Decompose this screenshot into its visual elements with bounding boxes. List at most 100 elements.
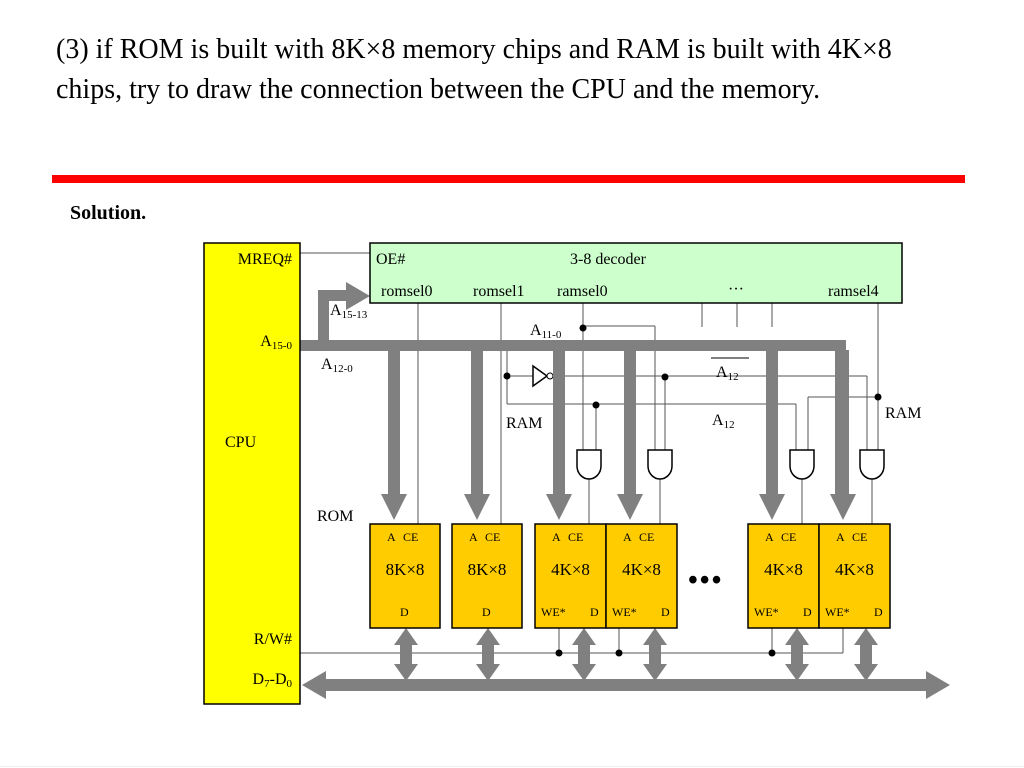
chip-a-pin: A	[469, 530, 478, 544]
chip-a-pin: A	[836, 530, 845, 544]
address-drop	[837, 350, 849, 495]
a11-0-label: A11-0	[530, 322, 562, 341]
address-drop	[388, 350, 400, 495]
decoder-output-romsel0: romsel0	[381, 283, 433, 300]
address-bus-main	[300, 340, 845, 351]
data-drop-down-arrowhead	[785, 664, 809, 681]
chip-body	[747, 523, 820, 629]
data-drop-down-arrowhead	[572, 664, 596, 681]
chip-size: 4K×8	[551, 560, 590, 579]
chip-ce-pin: CE	[781, 530, 796, 544]
chip-a-pin: A	[765, 530, 774, 544]
junction-dot	[503, 372, 511, 380]
a12-label: A12	[712, 412, 735, 431]
decoder-output-ellipsis: ···	[728, 281, 744, 298]
decoder-output-romsel1: romsel1	[473, 283, 525, 300]
decoder-oe-label: OE#	[376, 251, 405, 268]
and-gates	[576, 449, 885, 480]
chip-body	[818, 523, 891, 629]
chip-we-pin: WE*	[825, 605, 850, 619]
a15-13-riser	[318, 290, 329, 345]
chip-d-pin: D	[400, 605, 409, 619]
data-drop-up-arrowhead	[854, 628, 878, 645]
data-drop-up-arrowhead	[643, 628, 667, 645]
junction-dot	[592, 401, 600, 409]
data-drop-up-arrowhead	[785, 628, 809, 645]
ram-label-right: RAM	[885, 405, 921, 422]
data-drop	[791, 640, 803, 670]
address-drop-arrowhead	[546, 494, 572, 520]
chip-ram: A CE 4K×8WE* D	[747, 523, 820, 629]
solution-label: Solution.	[70, 202, 147, 224]
chip-a-pin: A	[387, 530, 396, 544]
address-drop-arrowhead	[617, 494, 643, 520]
chip-a-pin: A	[552, 530, 561, 544]
question-text: (3) if ROM is built with 8K×8 memory chi…	[56, 34, 892, 105]
cpu-rw-label: R/W#	[254, 631, 292, 648]
decoder-block	[369, 242, 903, 304]
a15-13-horizontal	[318, 290, 348, 301]
chip-size: 4K×8	[835, 560, 874, 579]
chip-size: 4K×8	[622, 560, 661, 579]
chip-d-pin: D	[874, 605, 883, 619]
chip-body	[451, 523, 523, 629]
chip-d-pin: D	[482, 605, 491, 619]
and-gate	[789, 449, 815, 480]
chip-d-pin: D	[590, 605, 599, 619]
data-drop	[578, 640, 590, 670]
data-drop	[649, 640, 661, 670]
address-drop-arrowhead	[830, 494, 856, 520]
and-gate	[647, 449, 673, 480]
cpu-addr-label: A15-0	[260, 333, 292, 352]
chip-size: 4K×8	[764, 560, 803, 579]
address-drop	[766, 350, 778, 495]
junction-dot	[579, 324, 587, 332]
rom-label: ROM	[317, 508, 353, 525]
chip-ellipsis: •••	[688, 565, 723, 596]
decoder-title: 3-8 decoder	[570, 251, 647, 268]
ram-label-left: RAM	[506, 415, 542, 432]
chip-body	[605, 523, 678, 629]
data-drop-down-arrowhead	[394, 664, 418, 681]
address-drop-arrowhead	[464, 494, 490, 520]
address-drop	[624, 350, 636, 495]
data-drop-up-arrowhead	[572, 628, 596, 645]
chip-ram: A CE 4K×8WE* D	[534, 523, 607, 629]
data-bus-main	[320, 679, 930, 691]
chip-ce-pin: CE	[403, 530, 418, 544]
data-drop-down-arrowhead	[476, 664, 500, 681]
junction-dot	[661, 373, 669, 381]
junction-dot	[874, 393, 882, 401]
address-drop-arrowhead	[759, 494, 785, 520]
and-gate	[576, 449, 602, 480]
data-drop-down-arrowhead	[643, 664, 667, 681]
address-drop	[553, 350, 565, 495]
junction-dot	[555, 649, 563, 657]
inverter-gate	[532, 364, 554, 388]
address-bus	[300, 282, 846, 500]
data-bus	[302, 671, 950, 699]
chip-we-pin: WE*	[612, 605, 637, 619]
and-gate	[859, 449, 885, 480]
chip-d-pin: D	[661, 605, 670, 619]
a12-0-label: A12-0	[321, 356, 353, 375]
data-drop	[482, 640, 494, 670]
data-drop	[400, 640, 412, 670]
junction-dot	[615, 649, 623, 657]
chip-a-pin: A	[623, 530, 632, 544]
data-drop	[860, 640, 872, 670]
cpu-mreq-label: MREQ#	[238, 251, 292, 268]
a12-bar-label: A12	[716, 364, 739, 383]
cpu-label: CPU	[225, 434, 257, 451]
chip-we-pin: WE*	[541, 605, 566, 619]
chip-ce-pin: CE	[568, 530, 583, 544]
chip-we-pin: WE*	[754, 605, 779, 619]
decoder-output-ramsel4: ramsel4	[828, 283, 879, 300]
data-drop-down-arrowhead	[854, 664, 878, 681]
chip-size: 8K×8	[468, 560, 507, 579]
chip-d-pin: D	[803, 605, 812, 619]
